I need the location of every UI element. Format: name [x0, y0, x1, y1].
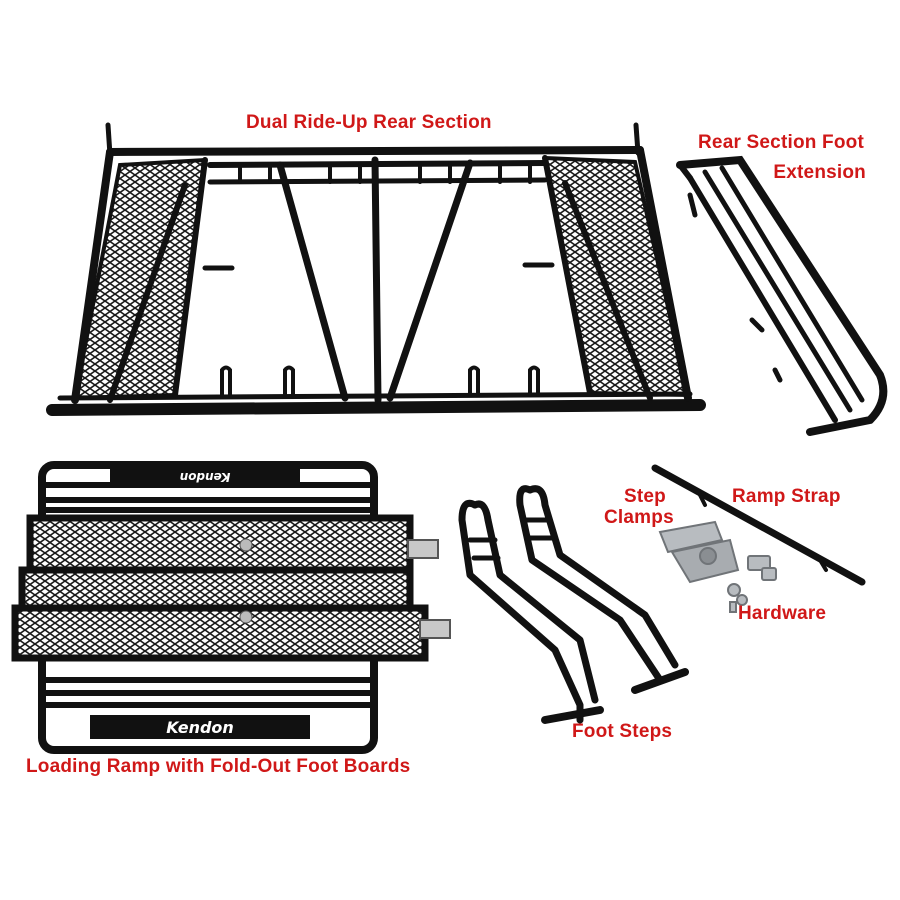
foot-steps: [458, 485, 689, 724]
label-foot-steps: Foot Steps: [572, 721, 673, 742]
label-step-clamps-line2: Clamps: [604, 507, 674, 528]
label-rear-section: Dual Ride-Up Rear Section: [246, 112, 492, 133]
foot-extension-rack: [676, 155, 888, 436]
hardware: [727, 555, 777, 613]
ramp-logo-top: Kendon: [180, 470, 231, 484]
label-foot-extension-line1: Rear Section Foot: [698, 132, 864, 153]
label-foot-extension-line2: Extension: [773, 162, 866, 183]
label-step-clamps-line1: Step: [624, 486, 666, 507]
ramp-logo-bottom: Kendon: [166, 718, 234, 737]
label-loading-ramp: Loading Ramp with Fold-Out Foot Boards: [26, 756, 411, 777]
step-clamps: [658, 520, 740, 584]
label-hardware: Hardware: [738, 603, 827, 624]
loading-ramp: [11, 461, 451, 754]
label-ramp-strap: Ramp Strap: [732, 486, 841, 507]
ramp-strap: [651, 464, 866, 586]
rear-section-rack: [46, 122, 706, 416]
